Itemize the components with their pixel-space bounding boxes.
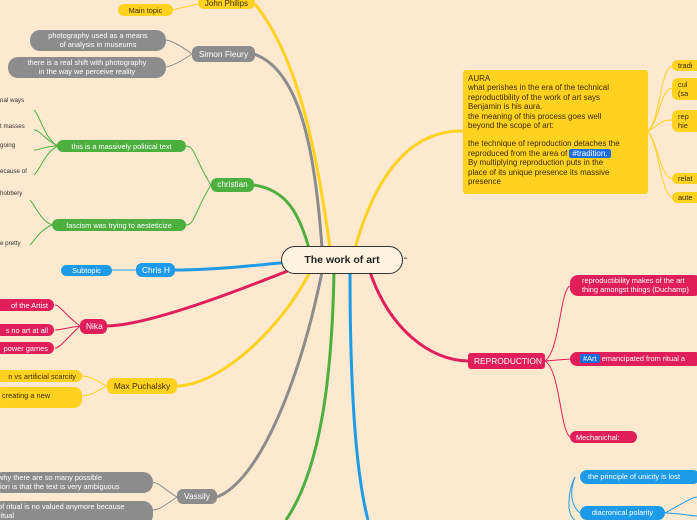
topic-nika[interactable]: Nika [80, 319, 107, 334]
leaf-text[interactable]: t masses [0, 123, 25, 130]
subtopic-scarcity[interactable]: n vs artificial scarcity [0, 370, 82, 382]
subtopic-unicity[interactable]: the principle of unicity is lost [580, 470, 697, 484]
link-chris [174, 260, 291, 272]
leaf-tradi[interactable]: tradi [672, 60, 697, 71]
subtopic-political-text[interactable]: this is a massively political text [57, 140, 186, 152]
topic-simon-fleury[interactable]: Simon Fleury [192, 46, 255, 62]
leaf-text[interactable]: hobbery [0, 190, 23, 197]
link-christian [253, 183, 314, 261]
link-aura [353, 129, 464, 249]
subtopic-mechanical[interactable]: Mechanichal: [570, 431, 637, 443]
topic-max-puchalsky[interactable]: Max Puchalsky [107, 378, 177, 394]
root-topic[interactable]: The work of art [281, 246, 403, 274]
leaf-text[interactable]: nal ways [0, 97, 25, 104]
link-john [253, 3, 332, 249]
leaf-relat[interactable]: relat [672, 173, 697, 184]
tradition-tag[interactable]: #tradition. [569, 148, 611, 158]
subtopic-artist[interactable]: of the Artist [0, 299, 54, 311]
leaf-cul[interactable]: cul(sa [672, 78, 697, 100]
subtopic-subtopic[interactable]: Subtopic [61, 265, 112, 276]
subtopic-diacronical[interactable]: diacronical polarity [580, 506, 665, 520]
leaf-text[interactable]: ecause of [0, 168, 27, 175]
leaf-aute[interactable]: aute [672, 192, 697, 203]
leaf-text[interactable]: e pretty [0, 240, 21, 247]
link-vassily [216, 271, 324, 499]
link-reproduction [368, 271, 469, 363]
subtopic-fascism[interactable]: fascism was trying to aesteticize [52, 219, 186, 231]
subtopic-power-games[interactable]: power games [0, 342, 54, 354]
topic-vassily[interactable]: Vassily [177, 489, 217, 504]
subtopic-creating[interactable]: creating a new [0, 387, 82, 408]
subtopic-emancipated[interactable]: #Art emancipated from ritual a [570, 352, 697, 366]
topic-christian[interactable]: christian [211, 178, 254, 192]
topic-chris-h[interactable]: Chris H [136, 263, 175, 277]
root-title: The work of art [304, 254, 380, 266]
link-max [176, 271, 312, 388]
topic-john-philips[interactable]: John Philips [198, 0, 255, 9]
subtopic-no-art[interactable]: s no art at all [0, 324, 54, 336]
subtopic-ritual[interactable]: of ritual is no valued anymore becauseri… [0, 501, 153, 520]
leaf-text[interactable]: going [0, 142, 16, 149]
topic-reproduction[interactable]: REPRODUCTION [468, 353, 545, 369]
art-tag[interactable]: #Art [580, 354, 600, 363]
link-nika [106, 266, 296, 328]
link-simon [253, 52, 324, 249]
aura-note[interactable]: AURA what perishes in the era of the tec… [463, 70, 648, 194]
subtopic-main-topic[interactable]: Main topic [118, 4, 173, 16]
